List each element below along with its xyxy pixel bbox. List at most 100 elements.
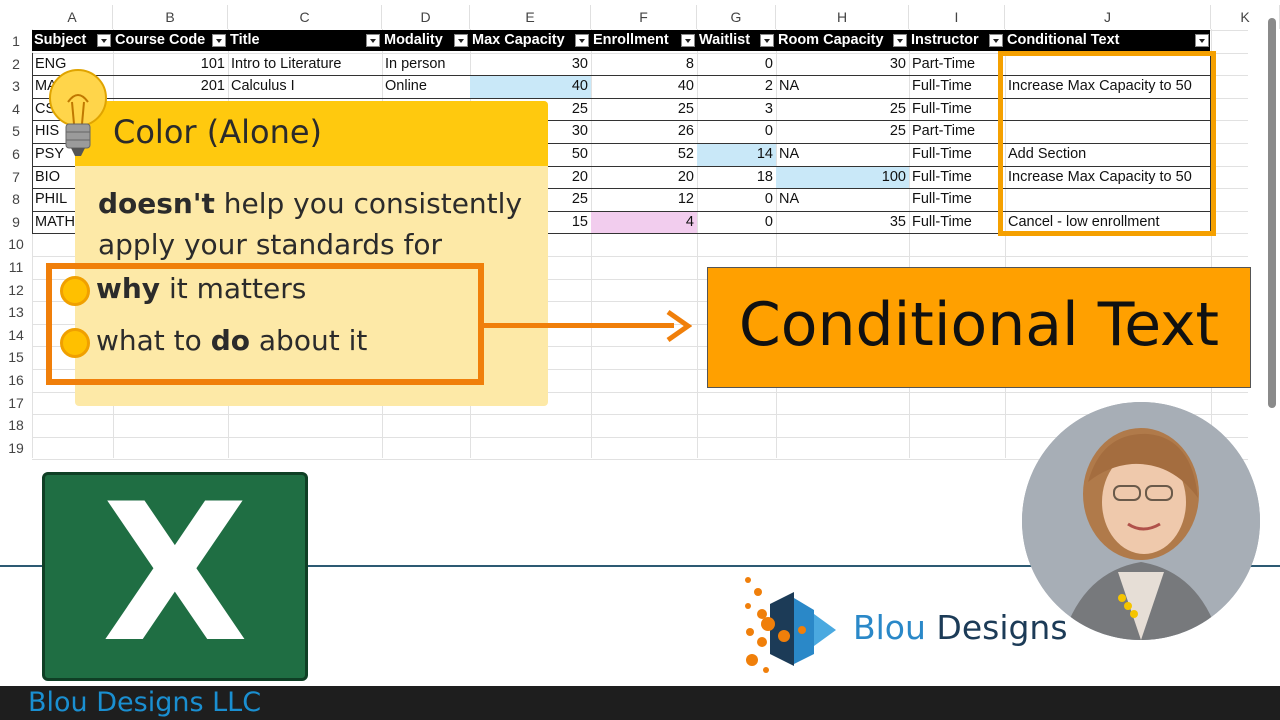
filter-dropdown-icon[interactable] (575, 34, 589, 47)
row-header-19[interactable]: 19 (8, 439, 24, 456)
column-header-e[interactable]: E (470, 5, 591, 29)
column-header-j[interactable]: J (1005, 5, 1211, 29)
table-cell[interactable]: 15 (571, 213, 588, 230)
filter-dropdown-icon[interactable] (760, 34, 774, 47)
grid-col-line (776, 29, 777, 459)
row-header-15[interactable]: 15 (8, 349, 24, 366)
table-cell[interactable]: 18 (756, 168, 773, 185)
table-cell[interactable]: NA (779, 78, 800, 95)
table-cell[interactable]: 35 (889, 213, 906, 230)
table-cell[interactable]: Add Section (1008, 146, 1087, 162)
table-cell[interactable]: In person (385, 55, 446, 72)
table-cell[interactable]: 30 (889, 55, 906, 72)
row-header-2[interactable]: 2 (12, 55, 20, 72)
bullet-icon (60, 328, 90, 358)
table-cell[interactable]: 0 (764, 55, 773, 72)
table-cell[interactable]: Calculus I (231, 78, 295, 95)
row-header-4[interactable]: 4 (12, 100, 20, 117)
table-cell[interactable]: 20 (571, 168, 588, 185)
column-header-g[interactable]: G (697, 5, 776, 29)
row-header-10[interactable]: 10 (8, 236, 24, 253)
filter-dropdown-icon[interactable] (366, 34, 380, 47)
table-cell[interactable]: 0 (764, 213, 773, 230)
table-cell[interactable]: 40 (470, 75, 591, 98)
row-header-18[interactable]: 18 (8, 417, 24, 434)
table-cell[interactable]: 4 (591, 210, 697, 234)
table-cell[interactable]: PHIL (35, 191, 68, 208)
filter-dropdown-icon[interactable] (681, 34, 695, 47)
row-header-6[interactable]: 6 (12, 146, 20, 162)
table-cell[interactable]: Part-Time (912, 123, 976, 140)
vertical-scrollbar[interactable] (1268, 18, 1276, 408)
header-cell: Room Capacity (776, 30, 909, 51)
filter-dropdown-icon[interactable] (893, 34, 907, 47)
column-header-h[interactable]: H (776, 5, 909, 29)
filter-dropdown-icon[interactable] (97, 34, 111, 47)
table-cell[interactable]: HIS (35, 123, 60, 140)
row-header-8[interactable]: 8 (12, 191, 20, 208)
table-cell[interactable]: 20 (677, 168, 694, 185)
table-cell[interactable]: 40 (677, 78, 694, 95)
table-cell[interactable]: BIO (35, 168, 60, 185)
table-cell[interactable]: NA (779, 191, 800, 208)
table-cell[interactable]: 52 (677, 146, 694, 162)
filter-dropdown-icon[interactable] (212, 34, 226, 47)
filter-dropdown-icon[interactable] (454, 34, 468, 47)
table-cell[interactable]: Full-Time (912, 78, 972, 95)
table-cell[interactable]: 26 (677, 123, 694, 140)
row-header-5[interactable]: 5 (12, 123, 20, 140)
row-header-1[interactable]: 1 (12, 33, 20, 49)
column-header-d[interactable]: D (382, 5, 470, 29)
table-cell[interactable]: Full-Time (912, 100, 972, 117)
table-cell[interactable]: 50 (571, 146, 588, 162)
table-cell[interactable]: Full-Time (912, 191, 972, 208)
table-cell[interactable]: 3 (764, 100, 773, 117)
table-cell[interactable]: 25 (571, 100, 588, 117)
filter-dropdown-icon[interactable] (1195, 34, 1209, 47)
table-cell[interactable]: 14 (697, 143, 776, 166)
column-header-f[interactable]: F (591, 5, 697, 29)
table-cell[interactable]: Full-Time (912, 213, 972, 230)
column-header-a[interactable]: A (32, 5, 113, 29)
table-cell[interactable]: 25 (677, 100, 694, 117)
table-cell[interactable]: 2 (764, 78, 773, 95)
table-cell[interactable]: 0 (764, 191, 773, 208)
row-header-16[interactable]: 16 (8, 372, 24, 388)
row-header-17[interactable]: 17 (8, 394, 24, 411)
row-header-9[interactable]: 9 (12, 213, 20, 230)
row-header-14[interactable]: 14 (8, 326, 24, 343)
table-cell[interactable]: 201 (200, 78, 225, 95)
table-cell[interactable]: 30 (571, 55, 588, 72)
grid-row-line (32, 301, 1248, 303)
table-cell[interactable]: 0 (764, 123, 773, 140)
row-header-11[interactable]: 11 (8, 259, 24, 275)
table-cell[interactable]: Cancel - low enrollment (1008, 213, 1160, 230)
table-cell[interactable]: 101 (200, 55, 225, 72)
column-header-c[interactable]: C (228, 5, 382, 29)
table-cell[interactable]: 100 (776, 165, 909, 189)
table-cell[interactable]: Intro to Literature (231, 55, 342, 72)
table-cell[interactable]: PSY (35, 146, 65, 162)
row-header-7[interactable]: 7 (12, 168, 20, 185)
table-cell[interactable]: MATH (35, 213, 76, 230)
table-cell[interactable]: 30 (571, 123, 588, 140)
column-header-b[interactable]: B (113, 5, 228, 29)
column-header-i[interactable]: I (909, 5, 1005, 29)
row-header-13[interactable]: 13 (8, 304, 24, 321)
table-cell[interactable]: Increase Max Capacity to 50 (1008, 168, 1192, 185)
table-cell[interactable]: NA (779, 146, 800, 162)
table-cell[interactable]: Increase Max Capacity to 50 (1008, 78, 1192, 95)
table-cell[interactable]: Part-Time (912, 55, 976, 72)
filter-dropdown-icon[interactable] (989, 34, 1003, 47)
table-cell[interactable]: 25 (571, 191, 588, 208)
row-header-3[interactable]: 3 (12, 78, 20, 95)
table-cell[interactable]: ENG (35, 55, 67, 72)
table-cell[interactable]: 8 (685, 55, 694, 72)
row-header-12[interactable]: 12 (8, 281, 24, 298)
table-cell[interactable]: Full-Time (912, 168, 972, 185)
table-cell[interactable]: 12 (677, 191, 694, 208)
table-cell[interactable]: Full-Time (912, 146, 972, 162)
table-cell[interactable]: 25 (889, 100, 906, 117)
table-cell[interactable]: 25 (889, 123, 906, 140)
table-cell[interactable]: Online (385, 78, 427, 95)
